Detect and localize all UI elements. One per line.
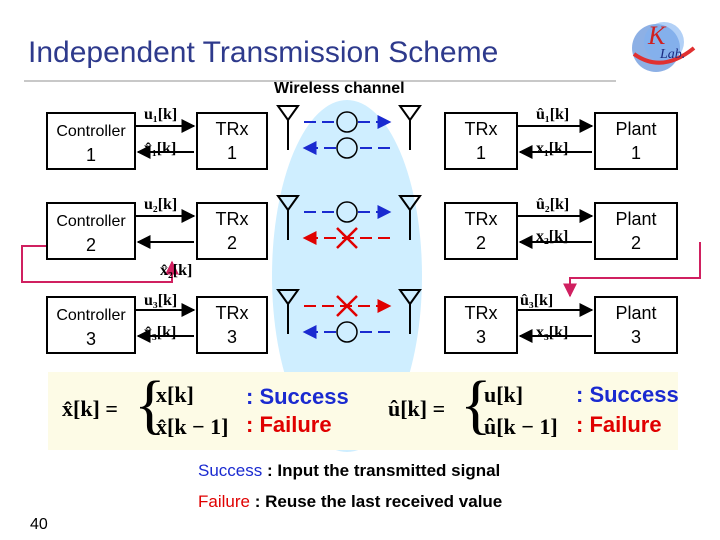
trx-label: TRx (464, 209, 498, 229)
signal-x2: x₂[k] (536, 228, 569, 245)
signal-u1: u₁[k] (144, 106, 178, 123)
signal-u3: u₃[k] (144, 292, 178, 309)
link-downlink-success-mark (336, 111, 358, 133)
signal-u2: u₂[k] (144, 196, 178, 213)
link-uplink-fail-mark (336, 227, 358, 249)
failure-description: : Reuse the last received value (254, 492, 503, 511)
trx-left-2: TRx 2 (196, 202, 268, 260)
uhat-equation-lhs: û[k] = (388, 396, 446, 421)
plant-label: Plant (615, 303, 657, 323)
plant-label: Plant (615, 119, 657, 139)
uhat-case-failure: û[k − 1] (484, 414, 558, 439)
svg-text:K: K (647, 21, 667, 50)
signal-uhat1: û₁[k] (536, 106, 570, 123)
xhat-equation-lhs: x̂[k] = (62, 396, 118, 421)
controller-number: 1 (85, 145, 96, 165)
failure-label-left: : Failure (246, 412, 332, 437)
feedback-loop-right (563, 242, 701, 298)
success-label-left: : Success (246, 384, 349, 409)
link-uplink-success-mark (336, 137, 358, 159)
success-description: : Input the transmitted signal (266, 461, 501, 480)
antenna-left-icon (276, 195, 300, 240)
trx-number: 2 (226, 233, 237, 253)
title-underline (24, 80, 616, 82)
plant-box-2: Plant 2 (594, 202, 678, 260)
trx-number: 1 (475, 143, 486, 163)
success-note: Success : Input the transmitted signal (198, 461, 500, 481)
trx-label: TRx (464, 303, 498, 323)
right-brace-icon: { (460, 368, 492, 441)
controller-number: 2 (85, 235, 96, 255)
uhat-case-success: u[k] (484, 382, 524, 407)
controller-box-2: Controller 2 (46, 202, 136, 260)
left-brace-icon: { (134, 368, 166, 441)
page-number: 40 (30, 516, 48, 533)
signal-uhat3: û₃[k] (520, 292, 554, 309)
trx-right-3: TRx 3 (444, 296, 518, 354)
slide-title: Independent Transmission Scheme (28, 36, 499, 69)
signal-xhat2: x̂₂[k] (160, 262, 193, 279)
xhat-case-failure: x̂[k − 1] (156, 414, 229, 439)
controller-box-1: Controller 1 (46, 112, 136, 170)
trx-right-2: TRx 2 (444, 202, 518, 260)
wireless-channel-label: Wireless channel (274, 80, 405, 97)
failure-label-right: : Failure (576, 412, 662, 437)
signal-uhat2: û₂[k] (536, 196, 570, 213)
xhat-case-success: x[k] (156, 382, 194, 407)
controller-box-3: Controller 3 (46, 296, 136, 354)
failure-note: Failure : Reuse the last received value (198, 492, 502, 512)
antenna-right-icon (398, 105, 422, 150)
plant-box-3: Plant 3 (594, 296, 678, 354)
trx-left-3: TRx 3 (196, 296, 268, 354)
success-word: Success (198, 461, 263, 480)
antenna-left-icon (276, 105, 300, 150)
trx-right-1: TRx 1 (444, 112, 518, 170)
controller-label: Controller (56, 307, 126, 324)
plant-number: 1 (630, 143, 641, 163)
trx-label: TRx (215, 119, 249, 139)
trx-number: 1 (226, 143, 237, 163)
trx-label: TRx (215, 303, 249, 323)
trx-label: TRx (215, 209, 249, 229)
signal-xhat1: x̂₁[k] (144, 140, 177, 157)
trx-label: TRx (464, 119, 498, 139)
plant-number: 2 (630, 233, 641, 253)
trx-number: 3 (226, 327, 237, 347)
signal-x1: x₁[k] (536, 140, 569, 157)
trx-number: 2 (475, 233, 486, 253)
link-downlink-success-mark (336, 201, 358, 223)
plant-number: 3 (630, 327, 641, 347)
feedback-loop-left (21, 245, 179, 283)
plant-box-1: Plant 1 (594, 112, 678, 170)
svg-text:Lab.: Lab. (659, 47, 685, 62)
antenna-right-icon (398, 289, 422, 334)
controller-number: 3 (85, 329, 96, 349)
signal-x3: x₃[k] (536, 324, 569, 341)
failure-word: Failure (198, 492, 250, 511)
trx-left-1: TRx 1 (196, 112, 268, 170)
plant-label: Plant (615, 209, 657, 229)
controller-label: Controller (56, 123, 126, 140)
controller-label: Controller (56, 213, 126, 230)
success-label-right: : Success (576, 382, 679, 407)
signal-xhat3: x̂₃[k] (144, 324, 177, 341)
trx-number: 3 (475, 327, 486, 347)
antenna-right-icon (398, 195, 422, 240)
link-uplink-success-mark (336, 321, 358, 343)
antenna-left-icon (276, 289, 300, 334)
klab-logo-icon: K Lab. (632, 21, 696, 72)
link-downlink-fail-mark (336, 295, 358, 317)
legend-panel (48, 372, 678, 450)
